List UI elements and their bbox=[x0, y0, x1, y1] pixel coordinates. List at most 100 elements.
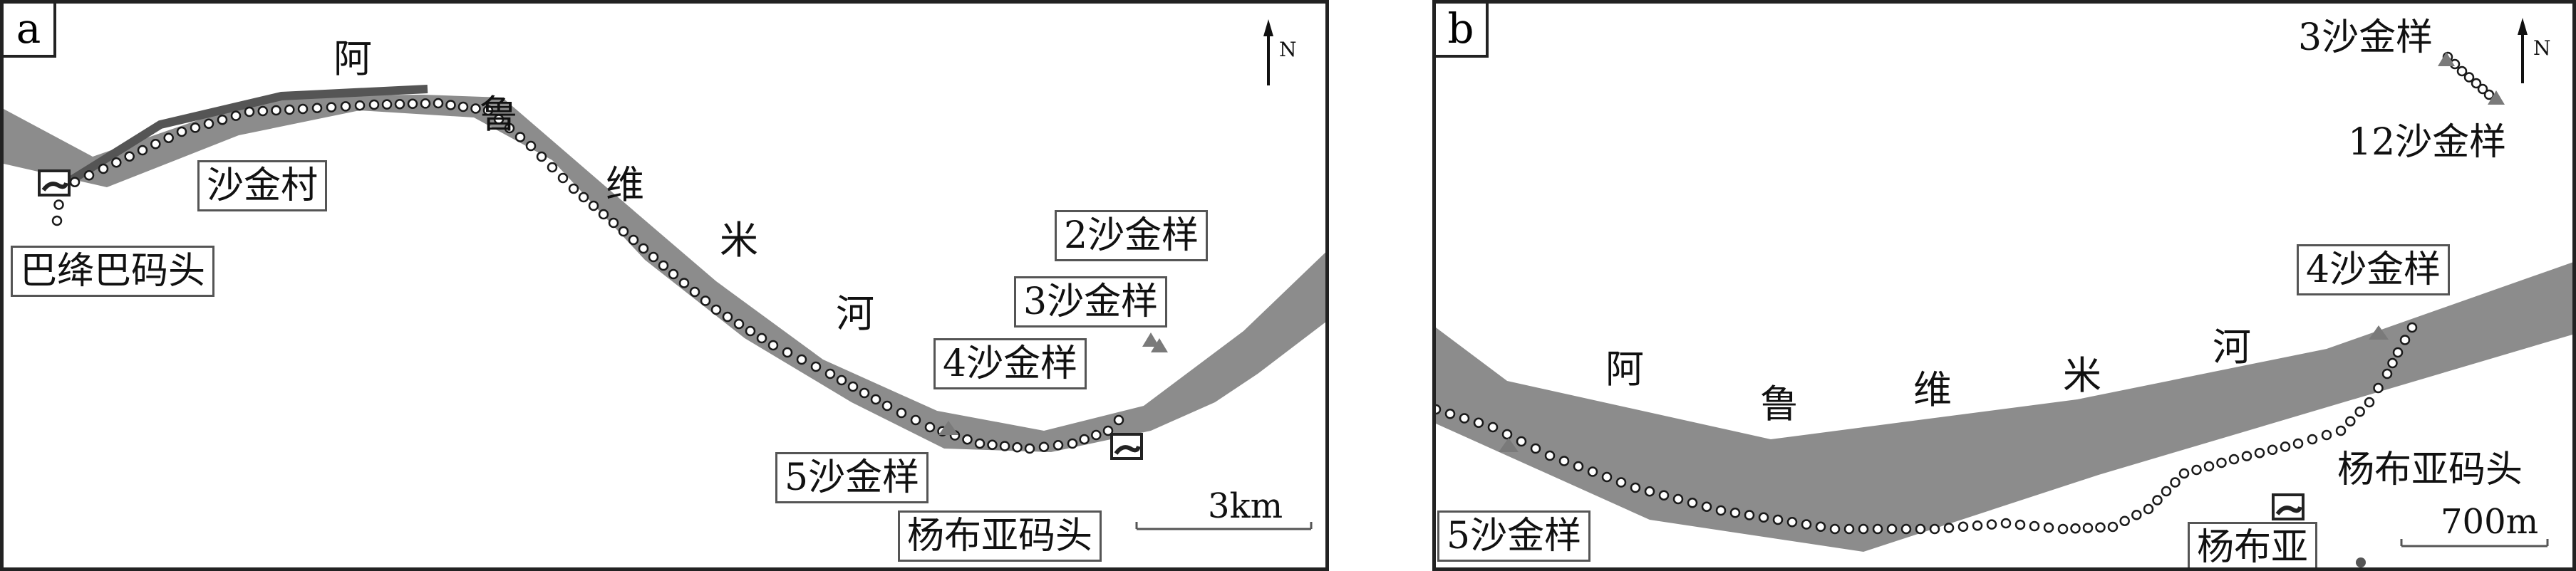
sample-marker bbox=[2369, 325, 2389, 340]
track-point bbox=[2463, 72, 2475, 83]
track-point bbox=[163, 132, 174, 143]
track-point bbox=[678, 278, 690, 288]
track-point bbox=[2014, 519, 2026, 530]
river-name-char: 米 bbox=[720, 218, 758, 263]
track-point bbox=[2471, 78, 2482, 89]
track-point bbox=[1715, 505, 1727, 516]
sample-label: 4沙金样 bbox=[933, 338, 1087, 389]
panel-label: a bbox=[4, 4, 56, 58]
track-point bbox=[1701, 501, 1712, 512]
track-point bbox=[1729, 508, 1741, 518]
track-point bbox=[420, 98, 431, 109]
track-point bbox=[137, 145, 148, 156]
track-point bbox=[962, 434, 973, 445]
track-point bbox=[2392, 347, 2404, 358]
track-point bbox=[2483, 89, 2495, 100]
dock-label: 杨布亚码头 bbox=[2337, 449, 2523, 491]
track-point bbox=[1758, 512, 1769, 523]
sample-label: 3沙金样 bbox=[1014, 276, 1168, 328]
track-point bbox=[2267, 444, 2278, 456]
track-point bbox=[870, 394, 881, 405]
track-point bbox=[2107, 521, 2119, 533]
river-name-char: 米 bbox=[2063, 353, 2101, 398]
river-band bbox=[1436, 262, 2572, 552]
track-point bbox=[2307, 434, 2318, 445]
track-point bbox=[230, 110, 242, 121]
track-point bbox=[2381, 368, 2393, 379]
track-point bbox=[710, 304, 722, 315]
track-point bbox=[859, 387, 870, 399]
dock-label: 巴绛巴码头 bbox=[11, 246, 215, 297]
track-point bbox=[1744, 510, 1755, 520]
track-point bbox=[1459, 413, 1470, 424]
track-point bbox=[2292, 438, 2304, 449]
river-name-char: 河 bbox=[836, 291, 874, 336]
track-point bbox=[244, 106, 255, 117]
dock-icon bbox=[1110, 433, 1143, 460]
track-point bbox=[2095, 522, 2106, 533]
track-point bbox=[2143, 503, 2154, 515]
sample-label: 5沙金样 bbox=[1437, 510, 1591, 562]
track-point bbox=[1038, 441, 1050, 452]
track-point bbox=[98, 163, 109, 174]
scale-bar bbox=[2400, 539, 2549, 548]
track-point bbox=[2043, 522, 2054, 533]
track-point bbox=[836, 374, 847, 386]
track-point bbox=[1530, 443, 1541, 454]
track-point bbox=[2161, 486, 2172, 497]
sample-marker bbox=[2488, 90, 2505, 105]
track-point bbox=[1516, 436, 1527, 447]
track-point bbox=[1900, 523, 1912, 535]
track-point bbox=[733, 318, 745, 330]
track-point bbox=[1886, 523, 1898, 535]
track-point bbox=[2321, 429, 2332, 441]
track-point bbox=[745, 325, 756, 337]
track-point bbox=[2387, 357, 2398, 369]
village-label: 沙金村 bbox=[197, 160, 328, 211]
track-point bbox=[1672, 493, 1684, 505]
track-point bbox=[457, 101, 469, 112]
track-point bbox=[1929, 523, 1940, 535]
map-panel-b: b N 阿 鲁 维 米 河 3沙金样 12沙金样 4沙金样 5沙金样 杨布亚码头… bbox=[1432, 0, 2576, 571]
north-label: N bbox=[2533, 36, 2551, 60]
track-point bbox=[700, 295, 711, 306]
river-name-char: 鲁 bbox=[480, 92, 518, 137]
sample-label: 3沙金样 bbox=[2298, 16, 2433, 59]
track-point bbox=[2477, 83, 2488, 95]
track-point bbox=[111, 157, 122, 168]
track-point bbox=[1644, 486, 1655, 497]
track-point bbox=[203, 118, 214, 130]
track-point bbox=[1943, 523, 1955, 533]
river-name-char: 阿 bbox=[1605, 347, 1644, 392]
track-point bbox=[2364, 397, 2375, 408]
track-point bbox=[69, 177, 81, 187]
sample-marker bbox=[1499, 438, 1519, 452]
track-point bbox=[1801, 519, 1812, 530]
track-point bbox=[2280, 441, 2291, 452]
track-point bbox=[547, 162, 558, 173]
track-point bbox=[2191, 464, 2202, 476]
track-point bbox=[83, 170, 95, 181]
track-point bbox=[1587, 466, 1598, 477]
track-point bbox=[176, 126, 187, 137]
track-point bbox=[190, 122, 201, 133]
track-point bbox=[1558, 456, 1570, 466]
dark-road bbox=[68, 85, 428, 184]
track-point bbox=[910, 414, 921, 426]
track-point bbox=[2354, 407, 2365, 417]
track-point bbox=[668, 268, 679, 280]
track-point bbox=[2000, 518, 2012, 529]
track-point bbox=[810, 361, 822, 372]
track-point bbox=[618, 226, 629, 237]
track-point bbox=[1972, 520, 1983, 531]
track-point bbox=[1843, 523, 1855, 535]
track-point bbox=[514, 132, 526, 142]
river-name-char: 阿 bbox=[333, 36, 372, 81]
track-point bbox=[311, 103, 323, 114]
track-point bbox=[1444, 409, 1456, 419]
river-band bbox=[4, 95, 1325, 452]
river-name-char: 河 bbox=[2213, 325, 2251, 370]
track-point bbox=[470, 103, 481, 114]
track-point bbox=[598, 209, 609, 220]
track-point bbox=[796, 354, 807, 365]
